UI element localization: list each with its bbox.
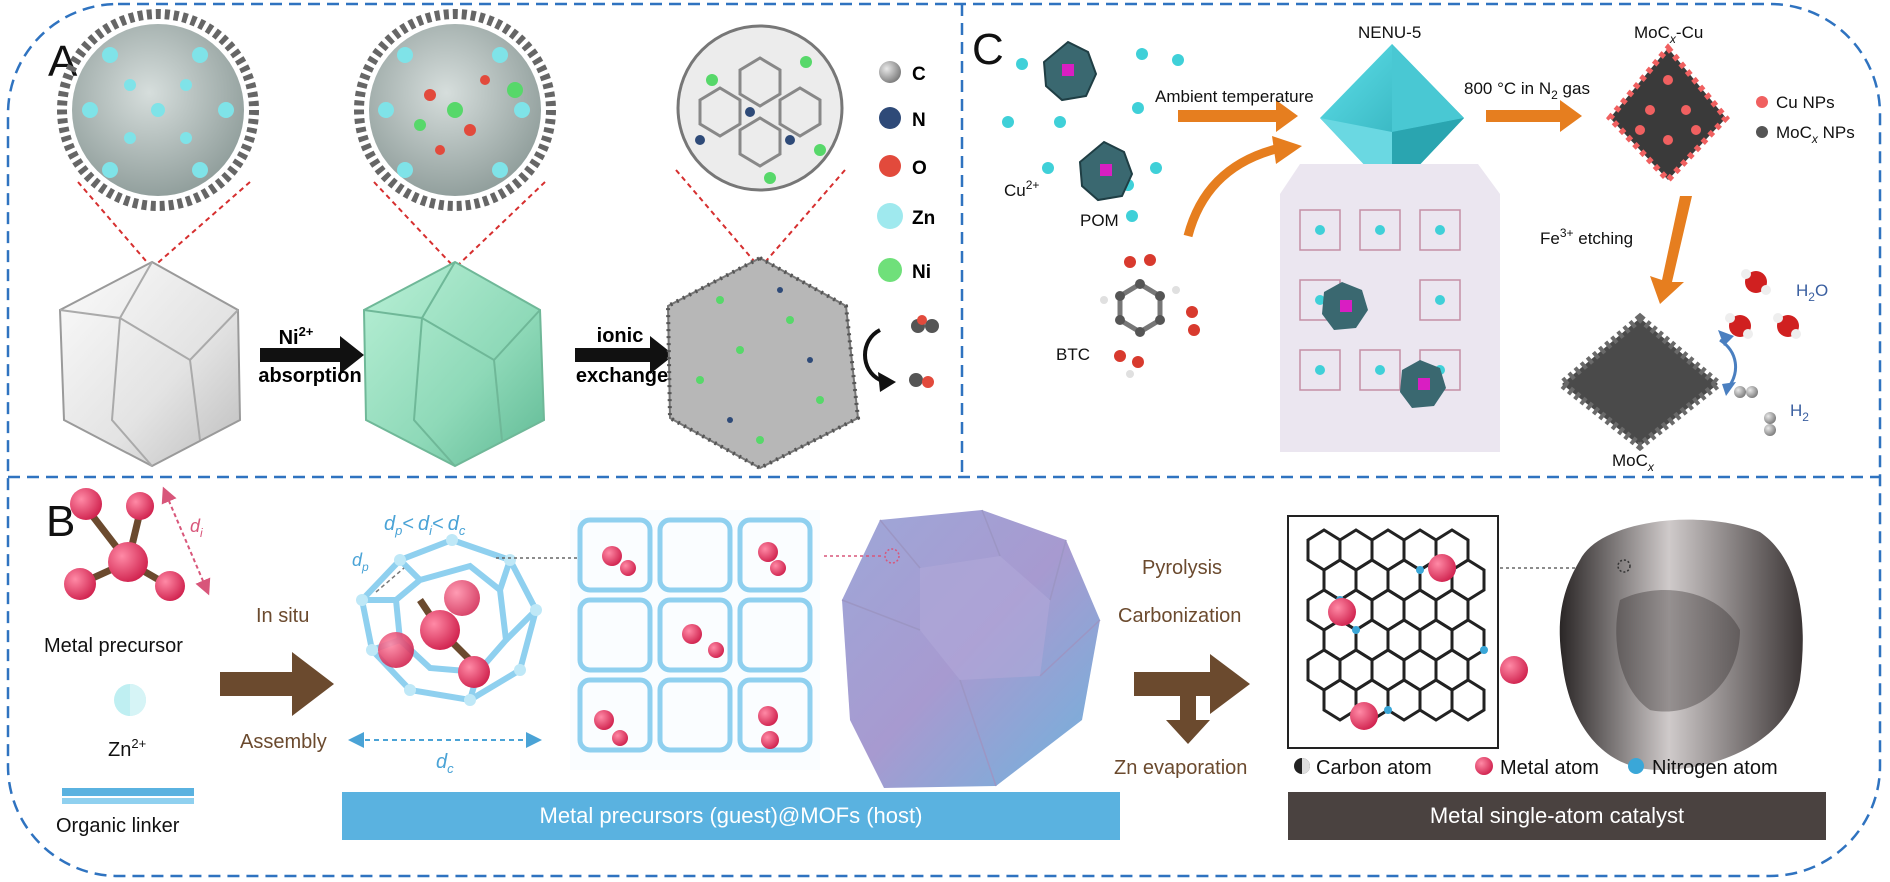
legend-o-dot [879, 155, 901, 177]
legend-zn-dot [877, 203, 903, 229]
legend-c-dot [879, 61, 901, 83]
pore-size-relation: dp<di<dc [384, 513, 466, 538]
dc-label: dc [436, 751, 454, 776]
water-molecules [1725, 269, 1801, 339]
etching-label: Fe3+ etching [1540, 226, 1633, 248]
legend-c-label: C [912, 64, 926, 85]
green-dodecahedron [362, 260, 546, 468]
organic-linker-label: Organic linker [56, 815, 180, 837]
zn-evaporation-label: Zn evaporation [1114, 757, 1247, 779]
legend-n-dot [879, 107, 901, 129]
mof-lattice-with-guests [570, 510, 820, 770]
metal-atom-label: Metal atom [1500, 757, 1599, 779]
zif-cage-model-1 [57, 9, 259, 211]
pom-label: POM [1080, 211, 1119, 230]
atom-legend: Carbon atom Metal atom Nitrogen atom [1294, 757, 1778, 779]
etching-arrow [1650, 196, 1692, 304]
cu-ions [1002, 48, 1184, 222]
ni-loaded-cage-model [354, 9, 556, 211]
carbon-cage-model [676, 24, 844, 192]
metal-precursor-label: Metal precursor [44, 635, 183, 657]
cu-ion-label: Cu2+ [1004, 178, 1039, 200]
panel-b: B di Metal precursor Zn2+ Organic linker… [44, 486, 1826, 840]
single-atom-catalyst-banner: Metal single-atom catalyst [1288, 792, 1826, 840]
legend-n-label: N [912, 110, 926, 131]
dp-label: dp [352, 550, 369, 574]
in-situ-label: In situ [256, 605, 309, 627]
mocx-octahedron [1555, 312, 1725, 452]
panel-c: C Cu2+ POM BTC Ambient temperature [972, 23, 1855, 474]
ambient-arrow [1178, 100, 1298, 132]
nenu-5-label: NENU-5 [1358, 23, 1421, 42]
cu-np-dot [1756, 96, 1768, 108]
pyrolysis-label: Pyrolysis [1142, 557, 1222, 579]
carbon-nanoparticle-polyhedron [665, 255, 861, 471]
pom-cluster-2 [1078, 140, 1134, 202]
legend-ni-label: Ni [912, 262, 931, 283]
single-atom-catalyst-banner-label: Metal single-atom catalyst [1430, 803, 1684, 828]
panel-a-letter: A [48, 37, 78, 86]
water-splitting-arrow [1718, 330, 1737, 396]
mocx-label: MoCx [1612, 451, 1655, 474]
heating-label: 800 °C in N2 gas [1464, 79, 1590, 102]
nitrogen-atom-dot [1628, 758, 1644, 774]
moc-cu-nanoparticle-octahedron [1606, 43, 1730, 185]
carbon-catalyst-polyhedron [1559, 519, 1803, 770]
element-legend: C N O Zn Ni [877, 61, 935, 283]
ni-absorption-label: Ni2+ [279, 324, 314, 349]
btc-molecule [1100, 254, 1200, 378]
panel-frame [6, 2, 1882, 878]
h2o-label: H2O [1796, 281, 1828, 304]
moc-cu-label: MoCx-Cu [1634, 23, 1703, 46]
ionic-exchange-arrow [575, 336, 674, 374]
legend-zn-label: Zn [912, 208, 935, 229]
di-label: di [190, 516, 203, 540]
moc-cu-legend: Cu NPs MoCx NPs [1756, 93, 1855, 146]
assembly-label: Assembly [240, 731, 327, 753]
ni-absorption-arrow [260, 336, 364, 374]
absorption-label: absorption [258, 365, 361, 387]
white-dodecahedron [58, 260, 242, 468]
ionic-label: ionic [597, 325, 644, 347]
nitrogen-atom-label: Nitrogen atom [1652, 757, 1778, 779]
moc-np-label: MoCx NPs [1776, 123, 1855, 146]
panel-a: A Ni2+ absorption [48, 9, 939, 471]
organic-linker-symbol [62, 788, 194, 804]
heating-arrow [1486, 100, 1582, 132]
pom-cluster-1 [1042, 40, 1098, 102]
legend-ni-dot [878, 258, 902, 282]
exchange-label: exchange [576, 365, 668, 387]
co2-reduction-arrow [863, 315, 939, 392]
metal-precursor-molecule [64, 486, 211, 601]
mof-cage-with-guest [356, 534, 542, 706]
zn-ion-label: Zn2+ [108, 736, 146, 761]
zn-ion-symbol [114, 684, 146, 716]
mof-polyhedron [841, 509, 1101, 788]
assembly-arrow [220, 652, 334, 716]
hydrogen-molecules [1734, 386, 1776, 436]
mof-host-banner: Metal precursors (guest)@MOFs (host) [342, 792, 1120, 840]
legend-o-label: O [912, 158, 927, 179]
graphene-single-atom-lattice [1287, 515, 1528, 749]
cu-np-label: Cu NPs [1776, 93, 1835, 112]
nenu-5-framework-view [1280, 164, 1500, 452]
carbon-atom-label: Carbon atom [1316, 757, 1432, 779]
panel-c-letter: C [972, 25, 1004, 74]
pyrolysis-arrow [1134, 654, 1250, 744]
carbonization-label: Carbonization [1118, 605, 1241, 627]
metal-atom-dot [1475, 757, 1493, 775]
h2-label: H2 [1790, 401, 1809, 424]
btc-label: BTC [1056, 345, 1090, 364]
btc-curved-arrow [1183, 136, 1302, 238]
mof-host-banner-label: Metal precursors (guest)@MOFs (host) [540, 803, 923, 828]
ambient-temperature-label: Ambient temperature [1155, 87, 1314, 106]
moc-np-dot [1756, 126, 1768, 138]
